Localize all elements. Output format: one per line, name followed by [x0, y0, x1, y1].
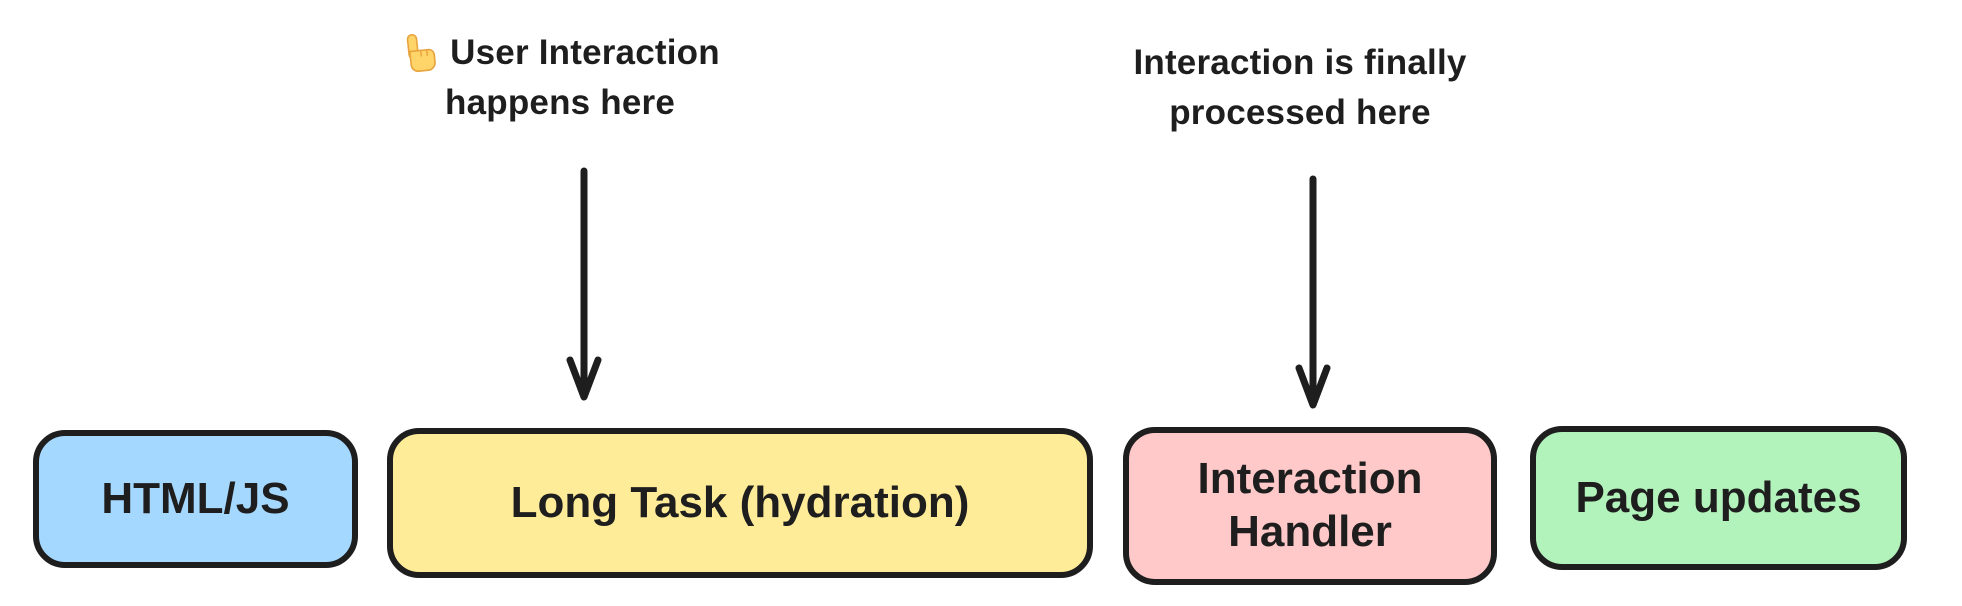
box-interaction-handler-label: Interaction Handler: [1197, 454, 1423, 556]
annotation-user-interaction-line2: happens here: [445, 83, 675, 122]
annotation-user-interaction-line1: User Interaction: [450, 33, 720, 72]
box-interaction-handler: Interaction Handler: [1123, 427, 1497, 585]
down-arrow-to-long-task: [566, 167, 602, 401]
down-arrow-to-interaction-handler: [1295, 175, 1331, 409]
box-long-task: Long Task (hydration): [387, 428, 1093, 578]
box-html-js: HTML/JS: [33, 430, 358, 568]
box-long-task-label: Long Task (hydration): [510, 477, 970, 527]
annotation-processed-line1: Interaction is finally: [1133, 43, 1467, 82]
annotation-processed: Interaction is finally processed here: [1040, 38, 1560, 138]
pointing-up-icon: [406, 33, 436, 73]
annotation-processed-line2: processed here: [1169, 93, 1431, 132]
box-html-js-label: HTML/JS: [101, 473, 290, 523]
annotation-user-interaction: User Interaction happens here: [300, 28, 820, 128]
box-page-updates: Page updates: [1530, 426, 1907, 570]
box-page-updates-label: Page updates: [1575, 472, 1862, 522]
